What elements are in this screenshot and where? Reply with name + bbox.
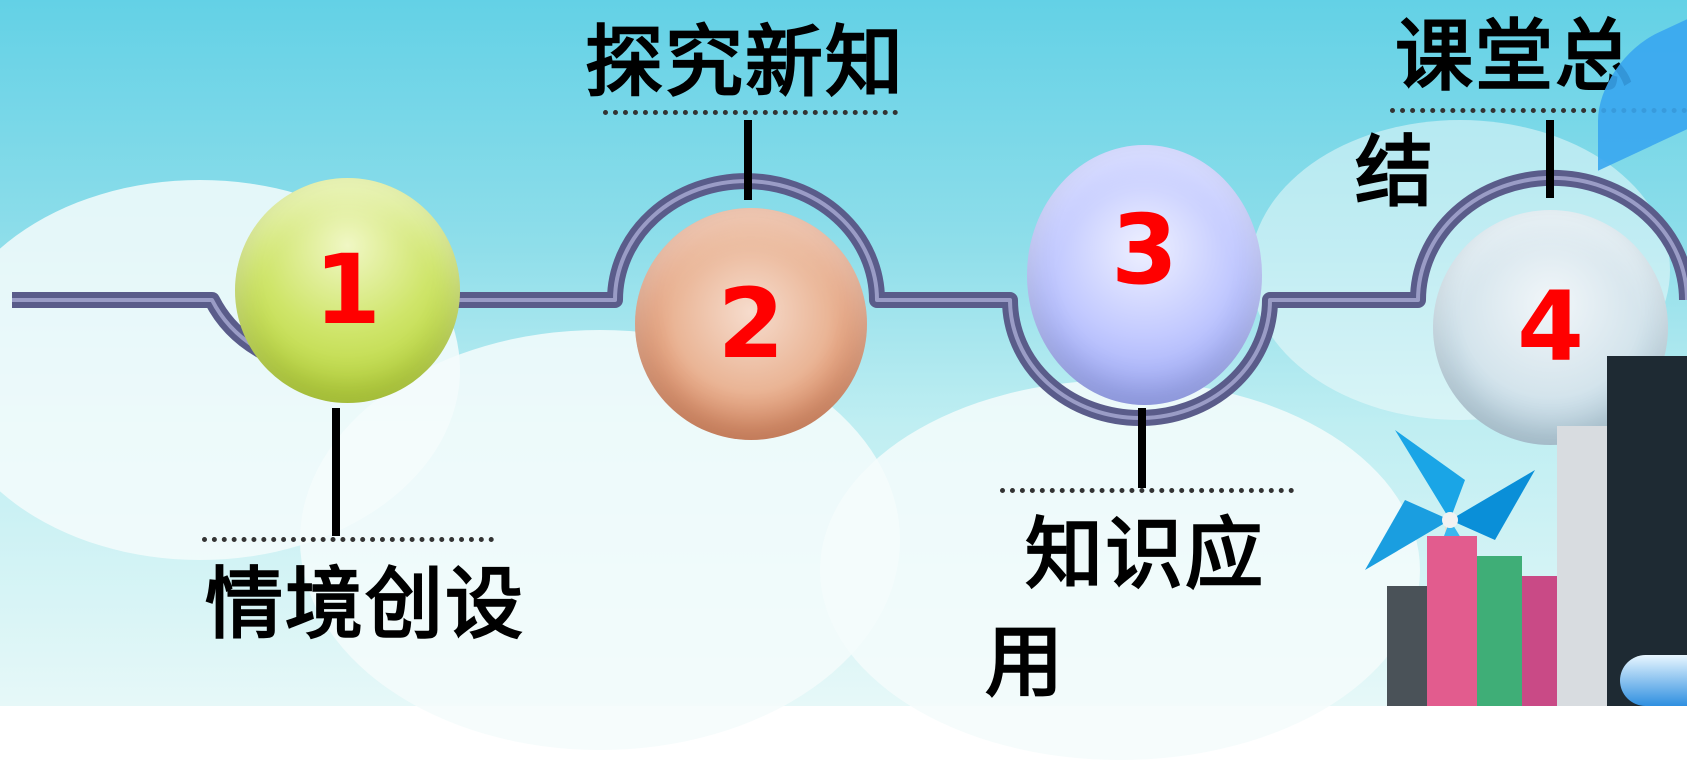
step-3-label: 知识应 <box>1025 509 1266 600</box>
step-4-underline <box>1390 108 1687 113</box>
step-2-connector <box>744 120 752 200</box>
step-2-number: 2 <box>717 268 785 380</box>
step-2-label: 探究新知 <box>585 17 906 108</box>
step-1-connector <box>332 408 340 536</box>
step-3-number: 3 <box>1111 194 1178 306</box>
step-1-number: 1 <box>314 234 381 346</box>
step-4-label: 课堂总 <box>1395 11 1636 102</box>
step-4-circle: 4 <box>1433 210 1668 445</box>
book <box>1477 556 1522 706</box>
book <box>1427 536 1477 706</box>
cloud <box>820 380 1420 760</box>
book <box>1557 426 1607 706</box>
step-4-label-continued: 结 <box>1355 127 1436 218</box>
step-3-underline <box>1000 488 1294 493</box>
step-4-number: 4 <box>1517 271 1584 383</box>
books-decoration <box>1357 350 1687 706</box>
step-1-underline <box>202 537 494 542</box>
step-1-circle: 1 <box>235 178 460 403</box>
book <box>1387 586 1427 706</box>
step-4-connector <box>1546 120 1554 198</box>
step-3-circle: 3 <box>1027 145 1262 405</box>
step-2-underline <box>603 110 898 115</box>
step-3-label-continued: 用 <box>985 617 1066 708</box>
step-3-connector <box>1138 408 1146 488</box>
book <box>1607 356 1687 706</box>
step-1-label: 情境创设 <box>205 559 526 650</box>
book <box>1522 576 1557 706</box>
blue-button-shape <box>1620 655 1687 706</box>
step-2-circle: 2 <box>635 208 867 440</box>
